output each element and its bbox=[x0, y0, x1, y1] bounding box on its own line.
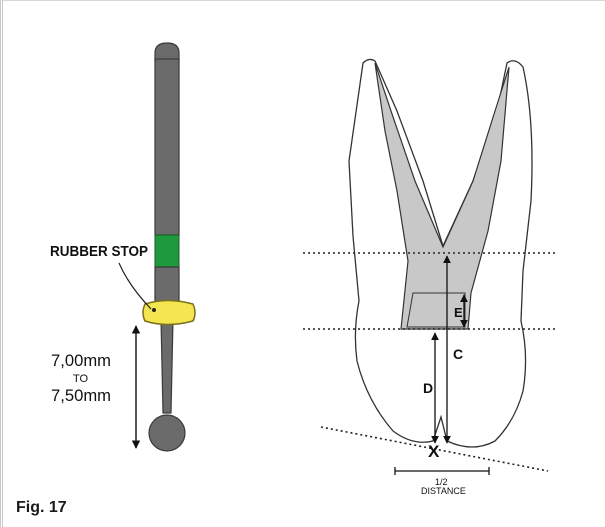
dimension-c-label: C bbox=[453, 346, 463, 362]
reference-point-x: X bbox=[428, 442, 440, 461]
rubber-stop-label: RUBBER STOP bbox=[50, 243, 148, 260]
half-distance-fraction: 1/2 bbox=[435, 477, 448, 487]
file-handle bbox=[154, 58, 180, 236]
file-tip bbox=[148, 414, 186, 452]
file-color-band bbox=[154, 234, 180, 268]
root-canal-space bbox=[374, 62, 510, 330]
rubber-stop-dot bbox=[152, 308, 156, 312]
file-shaft bbox=[154, 266, 180, 414]
endodontic-diagram: RUBBER STOP 7,00mm TO 7,50mm C D bbox=[50, 42, 555, 496]
rubber-stop-leader bbox=[118, 262, 152, 310]
file-top-cap bbox=[154, 42, 180, 62]
length-to-label: TO bbox=[73, 373, 89, 385]
reference-line-lower bbox=[320, 426, 549, 472]
tooth-diagram: C D E X 1/2 DISTANCE bbox=[303, 58, 555, 496]
endodontic-file: RUBBER STOP 7,00mm TO 7,50mm bbox=[50, 42, 196, 452]
length-min-label: 7,00mm bbox=[51, 351, 111, 370]
dimension-d-label: D bbox=[423, 380, 433, 396]
length-max-label: 7,50mm bbox=[51, 386, 111, 405]
half-distance-label: DISTANCE bbox=[421, 486, 466, 496]
figure-caption: Fig. 17 bbox=[16, 499, 67, 516]
rubber-stop bbox=[142, 299, 196, 326]
dimension-e-label: E bbox=[454, 305, 463, 320]
